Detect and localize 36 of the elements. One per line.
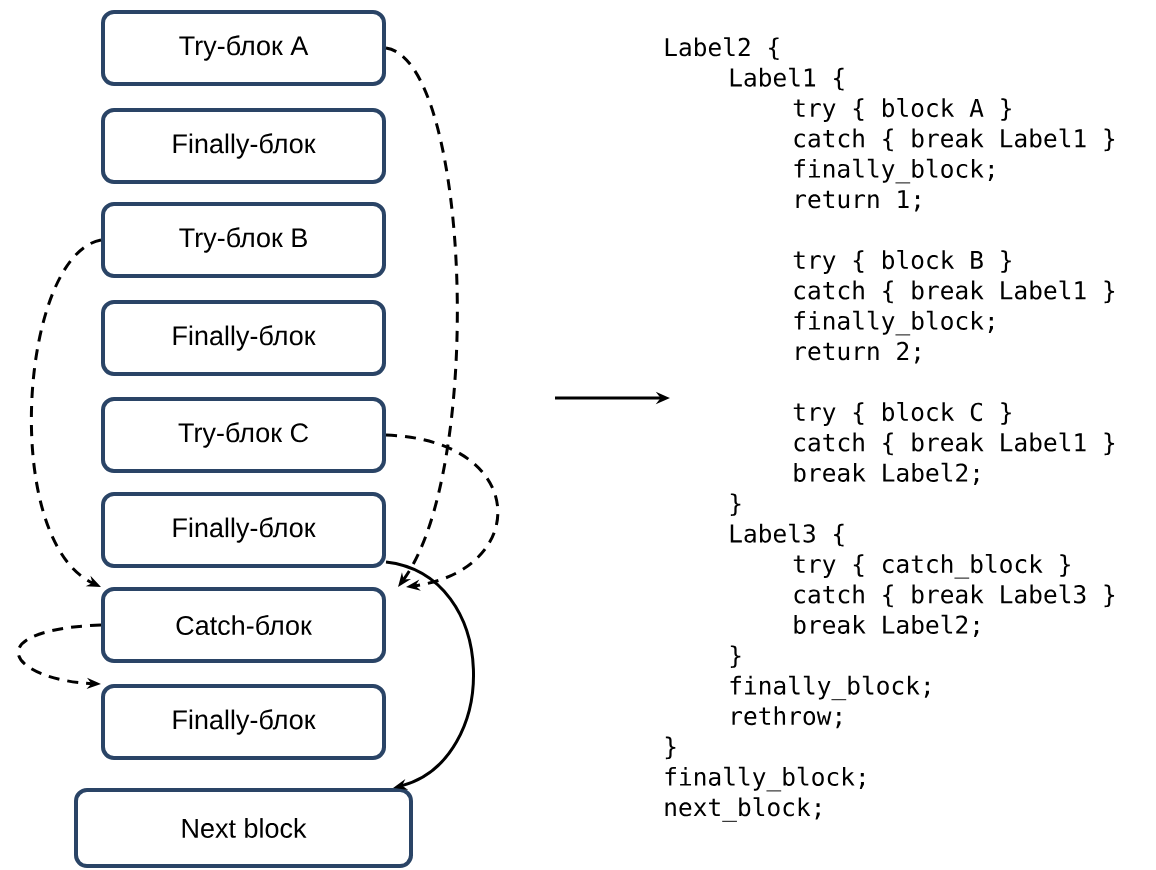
block-box: Next block	[74, 788, 413, 868]
code-line: finally_block;	[665, 766, 864, 792]
code-line: finally_block;	[794, 310, 993, 336]
code-line: try { catch_block }	[793, 554, 1070, 579]
code-line: break Label2;	[794, 614, 979, 638]
code-line: Label2 {	[665, 37, 779, 60]
code-line: catch { break Label1 }	[794, 280, 1115, 304]
code-line: }	[730, 645, 741, 668]
arrow	[385, 433, 499, 591]
block-box: Try-блок C	[101, 397, 386, 473]
code-line: }	[730, 493, 741, 516]
block-box: Catch-блок	[101, 587, 386, 663]
code-line: try { block A }	[793, 98, 1011, 122]
block-box: Try-блок A	[101, 10, 386, 86]
code-line: return 2;	[796, 341, 920, 364]
code-line: catch { break Label3 }	[794, 584, 1115, 608]
code-line: Label3 {	[730, 523, 844, 547]
code-line: Label1 {	[730, 67, 844, 91]
code-line: finally_block;	[794, 158, 993, 184]
code-line: finally_block;	[730, 675, 929, 701]
code-line: }	[665, 736, 676, 760]
block-box: Finally-блок	[101, 108, 386, 184]
block-box: Finally-блок	[101, 684, 386, 760]
arrow	[30, 238, 102, 587]
arrow	[385, 560, 475, 790]
code-line: next_block;	[665, 797, 820, 822]
code-line: try { block B }	[793, 250, 1011, 274]
block-box: Try-блок B	[101, 202, 386, 278]
block-box: Finally-блок	[101, 492, 386, 568]
code-line: try { block C }	[793, 402, 1011, 426]
block-box: Finally-блок	[101, 300, 386, 376]
code-line: catch { break Label1 }	[794, 128, 1115, 152]
code-line: rethrow;	[732, 706, 841, 729]
code-line: break Label2;	[794, 462, 979, 486]
code-line: catch { break Label1 }	[794, 432, 1115, 456]
code-line: return 1;	[796, 190, 920, 212]
